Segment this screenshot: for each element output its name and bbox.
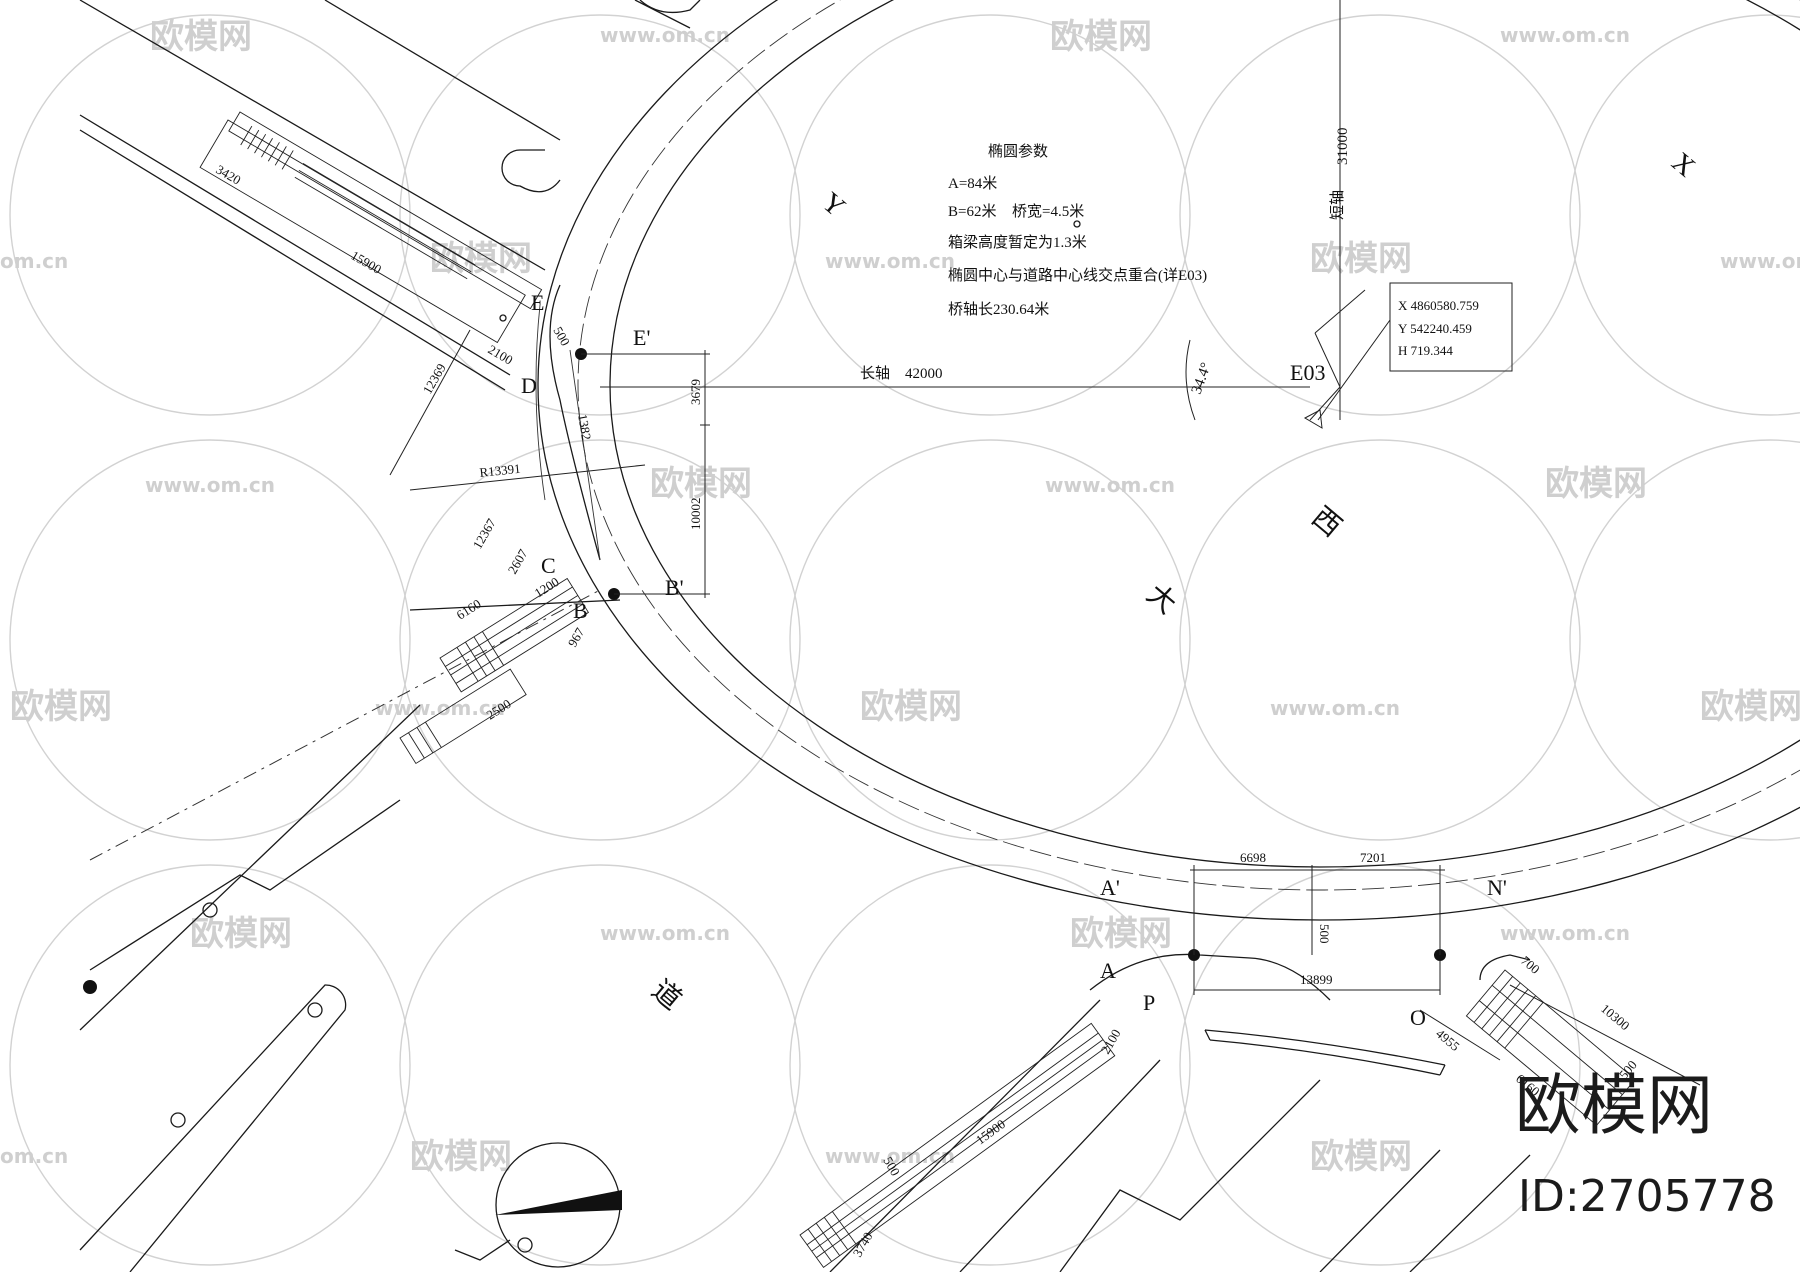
label-a-prime: A' [1100,875,1120,900]
dim-r13391: R13391 [479,461,522,480]
dim-3740: 3740 [850,1229,876,1259]
dimension-lines [389,0,1701,1086]
dim-700: 700 [1518,953,1543,977]
param-center-note: 椭圆中心与道路中心线交点重合(详E03) [948,266,1207,284]
coord-y: Y 542240.459 [1398,321,1472,336]
dim-12369: 12369 [420,361,449,397]
watermark-logo: 欧模网 [1700,687,1800,727]
brand-id: ID:2705778 [1518,1171,1776,1222]
watermark-logo: 欧模网 [1545,464,1647,504]
roads [79,0,1531,1272]
dim-6698: 6698 [1240,850,1266,865]
north-arrow-icon [454,1142,622,1268]
params-title: 椭圆参数 [988,143,1048,160]
param-box-height: 箱梁高度暂定为1.3米 [948,234,1087,251]
watermark-url: om.cn [0,1144,68,1168]
watermark-url: www.om.cn [1045,473,1175,497]
road-char-x: X [1666,147,1701,184]
dim-500-top: 500 [550,324,573,348]
dim-13899: 13899 [1300,972,1333,987]
dim-1382: 1382 [575,413,594,441]
short-axis-value: 31000 [1335,128,1351,166]
label-a: A [1100,958,1116,983]
watermark-logo: 欧模网 [410,1137,512,1177]
ellipse-parameters: 椭圆参数 A=84米 B=62米 桥宽=4.5米 箱梁高度暂定为1.3米 椭圆中… [948,143,1207,318]
watermark-url: www.om.cn [600,921,730,945]
dim-500-mid: 500 [1317,924,1332,944]
watermark-logo: 欧模网 [1070,914,1172,954]
road-char-da: 大 [1141,578,1183,621]
label-c: C [541,553,556,578]
watermark-url: www.om.cn [825,1144,955,1168]
watermark-logo: 欧模网 [1310,1137,1412,1177]
dim-10300: 10300 [1598,1001,1633,1033]
dim-2607: 2607 [505,546,531,576]
coord-h: H 719.344 [1398,343,1453,358]
watermark-logo: 欧模网 [1310,239,1412,279]
label-d: D [521,373,537,398]
watermark-logo: 欧模网 [190,914,292,954]
watermark-logo: 欧模网 [150,17,252,57]
watermark-logo: 欧模网 [650,464,752,504]
dim-7201: 7201 [1360,850,1386,865]
brand-name: 欧模网 [1515,1067,1713,1144]
label-o: O [1410,1005,1426,1030]
label-e-prime: E' [633,325,650,350]
brand-mark: 欧模网 ID:2705778 [1515,1067,1776,1222]
road-char-y: Y [816,187,851,224]
long-axis-value: 42000 [905,366,943,382]
coord-x: X 4860580.759 [1398,298,1479,313]
watermark-url: om.cn [0,249,68,273]
point-labels: E D C B A P O E' B' A' N' [521,290,1507,1030]
label-e: E [531,290,544,315]
dim-967: 967 [565,625,588,650]
dim-6160-left: 6160 [454,596,484,622]
short-axis-label: 短轴 [1329,190,1346,220]
dim-3679: 3679 [688,379,703,405]
control-points [83,220,1446,1253]
watermark-url: www.om.cn [1270,696,1400,720]
center-label: E03 [1290,360,1325,385]
watermark-url: www.om.cn [145,473,275,497]
road-char-xi: 西 [1306,502,1347,544]
road-char-dao: 道 [646,974,688,1017]
param-bridge-length: 桥轴长230.64米 [948,301,1049,318]
dim-2100-top: 2100 [486,342,516,368]
param-bridge-width: 桥宽=4.5米 [1012,203,1084,220]
long-axis-label: 长轴 [860,365,890,382]
edge-marker [83,980,97,994]
param-b: B=62米 [948,203,996,220]
dim-15900-top: 15900 [349,248,385,277]
label-p: P [1143,990,1155,1015]
label-b: B [573,598,588,623]
watermark-layer: 欧模网 欧模网 欧模网 欧模网 欧模网 欧模网 欧模网 欧模网 欧模网 欧模网 … [0,14,1800,1266]
label-b-prime: B' [665,575,684,600]
watermark-url: www.om.cn [825,249,955,273]
angle-label: 34.4° [1189,361,1215,397]
watermark-logo: 欧模网 [10,687,112,727]
dim-12367: 12367 [470,515,499,551]
param-a: A=84米 [948,175,997,192]
watermark-url: www.om.cn [600,23,730,47]
staircases [199,111,1636,1268]
dim-4955: 4955 [1433,1026,1463,1054]
watermark-logo: 欧模网 [430,239,532,279]
elliptical-bridge [537,0,1800,921]
dim-10002: 10002 [688,498,703,531]
dim-2100-bottom: 2100 [1098,1026,1124,1056]
watermark-url: www.om.cn [1500,23,1630,47]
watermark-logo: 欧模网 [860,687,962,727]
watermark-logo: 欧模网 [1050,17,1152,57]
coordinate-box: X 4860580.759 Y 542240.459 H 719.344 E03 [1290,298,1479,385]
watermark-url: www.om.cn [1720,249,1800,273]
watermark-url: www.om.cn [375,696,505,720]
watermark-url: www.om.cn [1500,921,1630,945]
label-n-prime: N' [1487,875,1507,900]
